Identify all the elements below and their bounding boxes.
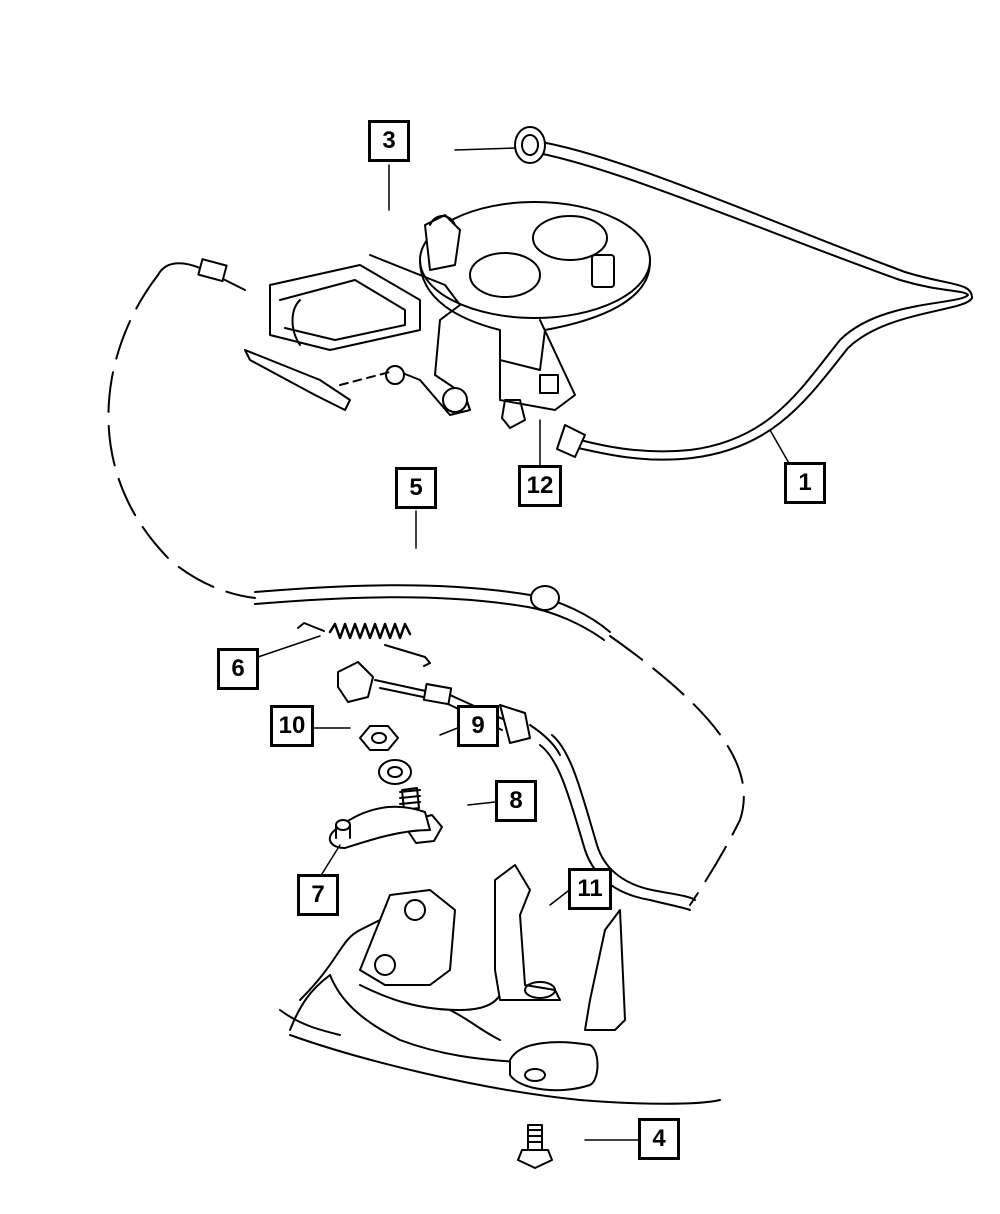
callout-3: 3: [368, 120, 410, 162]
callout-5: 5: [395, 467, 437, 509]
spring: [297, 622, 431, 667]
callout-1: 1: [784, 462, 826, 504]
callout-12-label: 12: [526, 472, 554, 499]
bolt: [517, 1124, 553, 1169]
cable-1: [454, 126, 973, 461]
callout-7: 7: [297, 874, 339, 916]
callout-10-label: 10: [278, 712, 306, 739]
callout-6: 6: [217, 648, 259, 690]
callout-9-label: 9: [471, 712, 485, 739]
callout-1-label: 1: [798, 469, 812, 496]
callout-11: 11: [568, 868, 612, 910]
cable-5: [107, 258, 745, 906]
callout-4-label: 4: [652, 1125, 666, 1152]
callout-12: 12: [518, 465, 562, 507]
callout-9: 9: [457, 705, 499, 747]
callout-8-label: 8: [509, 787, 523, 814]
transmission-housing: [279, 864, 721, 1105]
callout-3-label: 3: [382, 127, 396, 154]
callout-5-label: 5: [409, 474, 423, 501]
lever: [328, 805, 431, 849]
nut-and-washer: [359, 725, 412, 785]
throttle-body: [419, 201, 651, 429]
callout-10: 10: [270, 705, 314, 747]
throttle-bracket: [244, 254, 471, 416]
callout-11-label: 11: [577, 875, 603, 902]
callout-8: 8: [495, 780, 537, 822]
callout-4: 4: [638, 1118, 680, 1160]
callout-6-label: 6: [231, 655, 245, 682]
callout-7-label: 7: [311, 881, 325, 908]
